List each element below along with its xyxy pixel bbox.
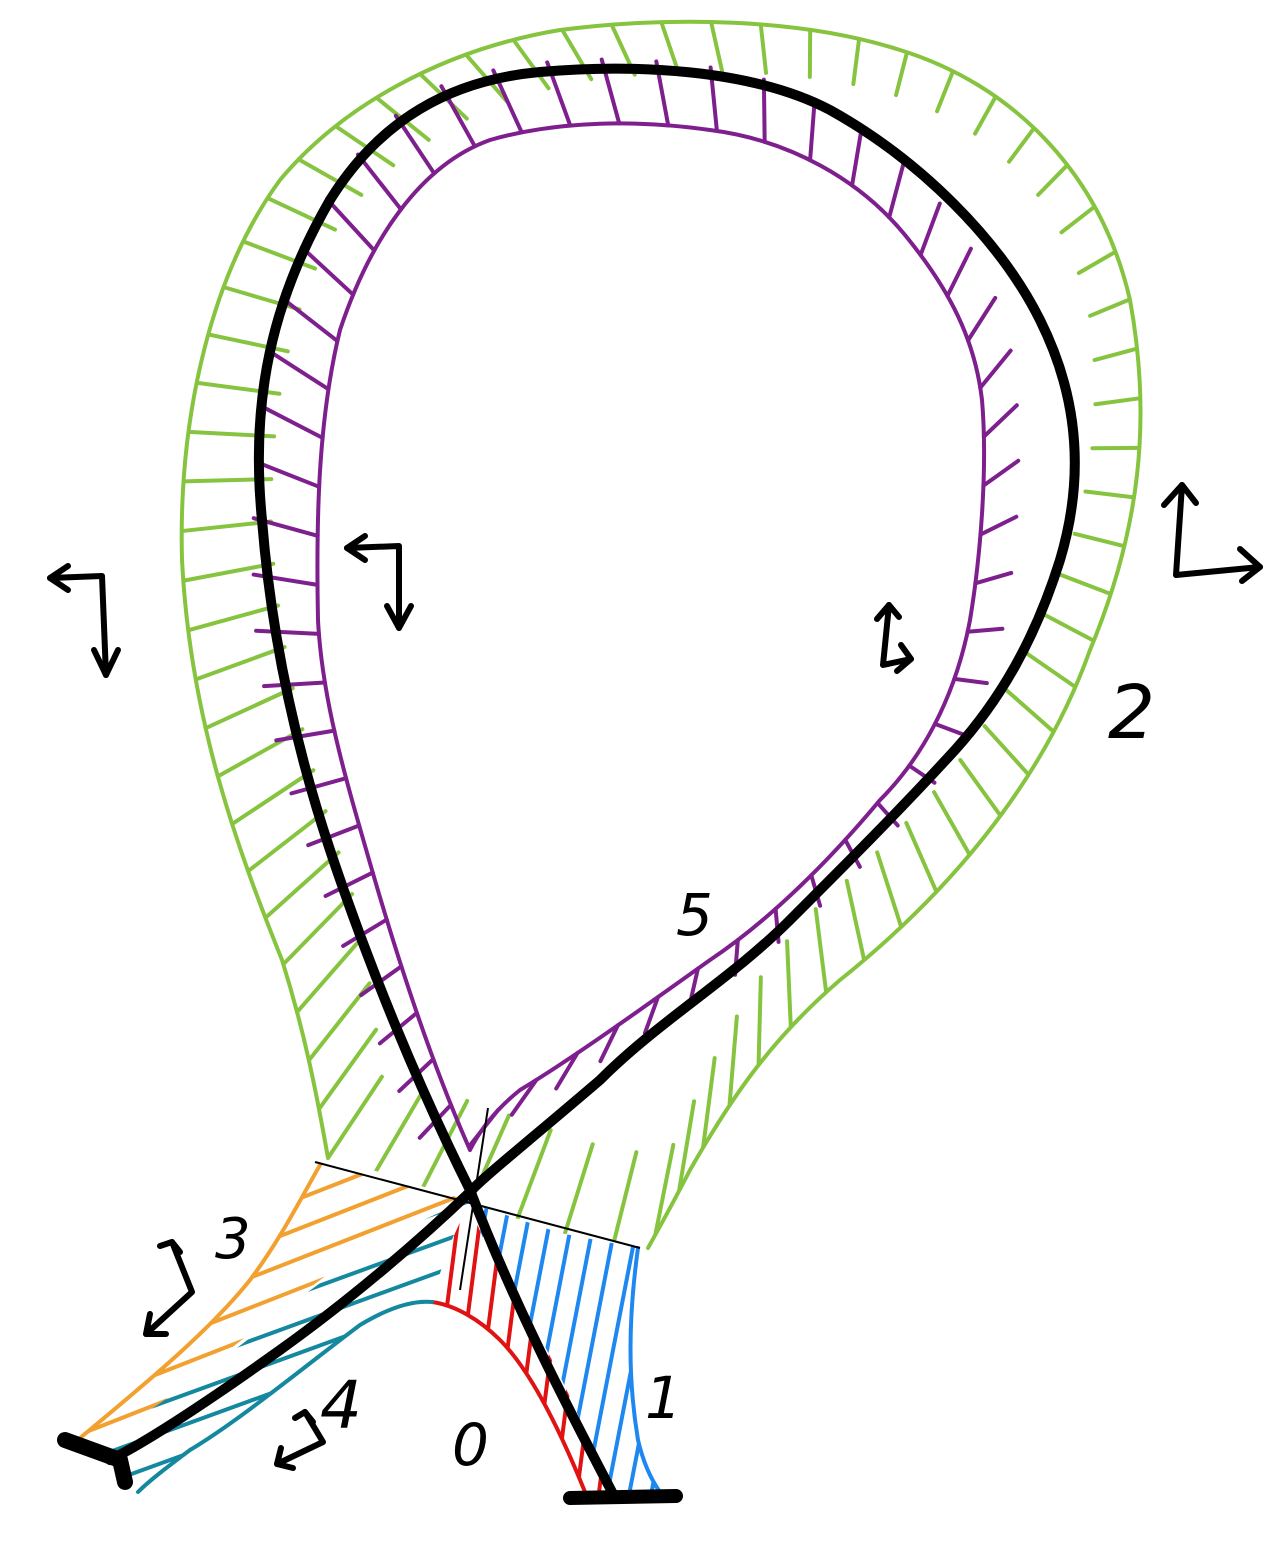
- region-2-hatching: [179, 19, 1143, 1250]
- main-loop-curve: [57, 63, 1080, 1505]
- label-region-3: 3: [215, 1207, 251, 1272]
- region-3-hatching: [78, 1163, 470, 1440]
- rotated-frame-icon: [874, 602, 914, 674]
- corner-arrows-icon: [47, 563, 121, 678]
- rotated-frame-icon: [143, 1239, 195, 1337]
- frame-arrow-icons-lower: [143, 1239, 326, 1471]
- label-region-0: 0: [452, 1411, 489, 1479]
- label-region-4: 4: [320, 1367, 362, 1444]
- label-region-5: 5: [676, 881, 713, 949]
- rotated-frame-icon: [274, 1409, 326, 1471]
- corner-arrows-icon: [344, 533, 414, 631]
- rotated-frame-icon: [1161, 482, 1263, 584]
- region-labels: 0 1 2 3 4 5: [215, 670, 1155, 1479]
- region-0-hatching: [430, 1203, 610, 1494]
- label-region-2: 2: [1108, 670, 1155, 756]
- frame-arrow-icons: [47, 482, 1263, 678]
- label-region-1: 1: [645, 1364, 682, 1432]
